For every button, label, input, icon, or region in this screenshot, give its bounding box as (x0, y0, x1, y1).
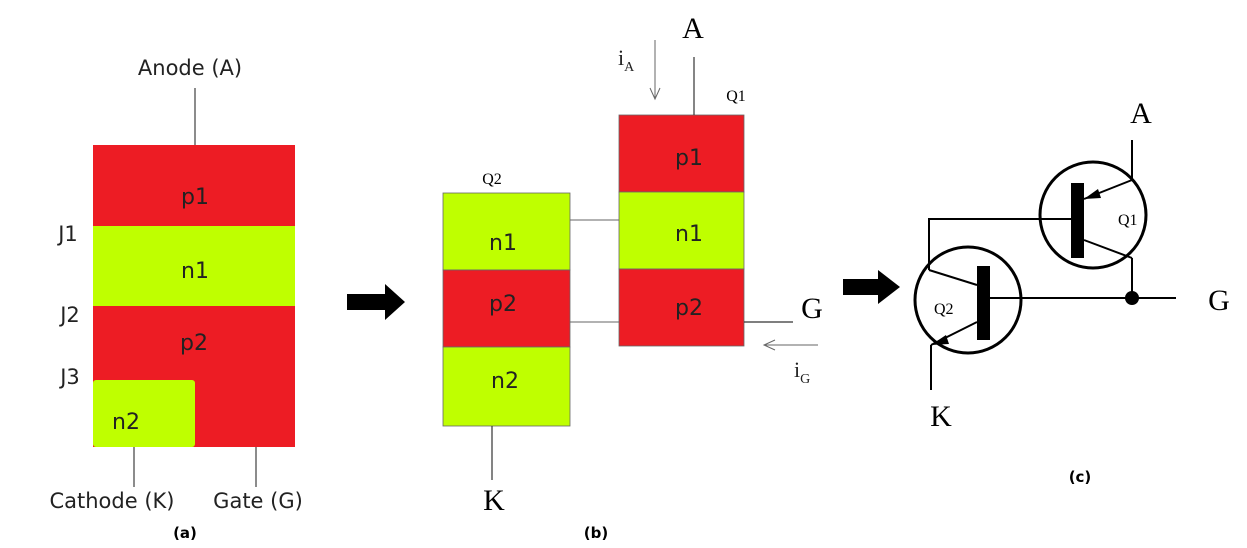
q2-transistor-icon (913, 245, 1023, 355)
q1-label: Q1 (726, 88, 746, 105)
layer-n1 (93, 226, 295, 306)
layer-p1 (93, 145, 295, 226)
q2-label: Q2 (482, 171, 502, 188)
q2-n2-label: n2 (491, 369, 519, 394)
q2-collector-to-q1-base (928, 218, 1071, 270)
junction-dot (1125, 291, 1139, 305)
panel-a: Anode (A) p1 n1 p2 n2 J1 J2 J3 Cathode (… (49, 56, 302, 542)
q2-emitter-arrow-icon (931, 335, 949, 345)
caption-b: (b) (584, 524, 608, 542)
c-anode-label: A (1130, 97, 1152, 130)
q2-layer-p2 (442, 269, 571, 348)
q1-collector (1083, 239, 1133, 259)
q1-layer-n1 (618, 191, 745, 270)
layer-n2-label: n2 (112, 410, 140, 435)
caption-c: (c) (1069, 468, 1092, 486)
panel-c: Q1 Q2 A K G (c) (913, 97, 1230, 486)
c-gate-label: G (1208, 284, 1230, 317)
q2-collector (928, 269, 978, 286)
junction-j2-label: J2 (58, 303, 80, 327)
q1-layer-p2 (618, 268, 745, 347)
junction-j3-label: J3 (58, 365, 80, 389)
right-arrow-icon (347, 284, 405, 320)
b-anode-label: A (682, 12, 704, 45)
b-gate-label: G (801, 292, 823, 325)
caption-a: (a) (173, 524, 197, 542)
q1-p1-label: p1 (675, 146, 703, 171)
layer-p1-label: p1 (181, 185, 209, 210)
junction-j1-label: J1 (56, 222, 78, 246)
cathode-label: Cathode (K) (49, 489, 174, 513)
b-cathode-label: K (483, 484, 505, 517)
layer-n2 (93, 380, 195, 447)
q1-n1-label: n1 (675, 222, 703, 247)
ia-label: iA (618, 45, 635, 75)
q1-base-bar (1071, 183, 1084, 258)
gate-label: Gate (G) (213, 489, 303, 513)
q2-p2-label: p2 (489, 292, 517, 317)
c-cathode-label: K (930, 400, 952, 433)
q1-emitter-arrow-icon (1084, 189, 1101, 199)
layer-p2-label: p2 (180, 331, 208, 356)
right-arrow-icon (843, 270, 900, 304)
q2-layer-n2 (442, 346, 571, 427)
q1-layer-p1 (618, 114, 745, 193)
c-q1-label: Q1 (1118, 212, 1138, 229)
ig-label: iG (794, 357, 810, 387)
q1-transistor-icon (1038, 160, 1148, 270)
q2-layer-n1 (442, 192, 571, 271)
panel-b: Q2 n1 p2 n2 Q1 p1 n1 p2 A iA G iG K (442, 12, 823, 542)
q2-base-bar (977, 266, 990, 340)
ia-arrowhead-icon (649, 87, 661, 101)
c-q2-label: Q2 (934, 301, 954, 318)
q2-n1-label: n1 (489, 231, 517, 256)
anode-label: Anode (A) (138, 56, 242, 80)
q1-p2-label: p2 (675, 296, 703, 321)
ig-arrowhead-icon (762, 339, 776, 351)
layer-n1-label: n1 (181, 259, 209, 284)
